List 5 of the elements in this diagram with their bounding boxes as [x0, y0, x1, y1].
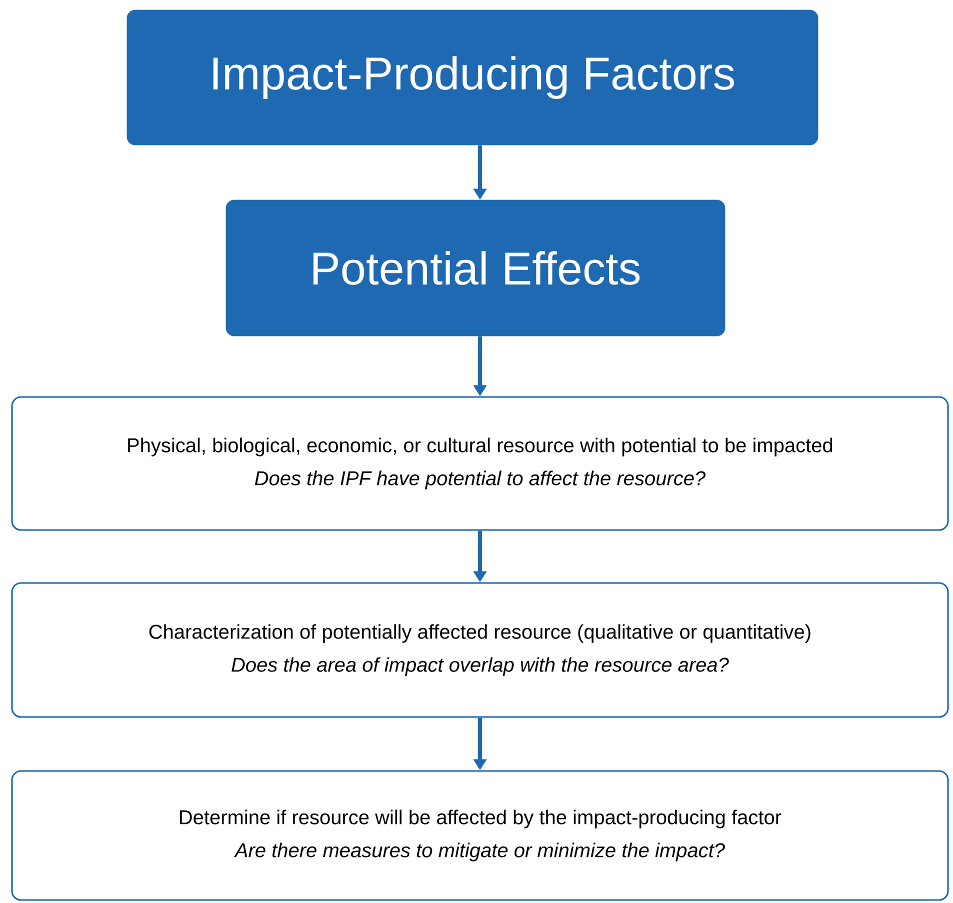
- process-box: Physical, biological, economic, or cultural resource with potential to be impacted Does the IPF have potential to affect the resource?: [11, 396, 949, 531]
- title-box: Impact-Producing Factors: [126, 10, 818, 146]
- process-box: Determine if resource will be affected by the impact-producing factor Are there measures to mitigate or minimize the impact?: [11, 770, 949, 901]
- title-box: Potential Effects: [226, 200, 726, 336]
- process-box: Characterization of potentially affected resource (qualitative or quantitative) Does the area of impact overlap with the resource area?: [11, 582, 949, 718]
